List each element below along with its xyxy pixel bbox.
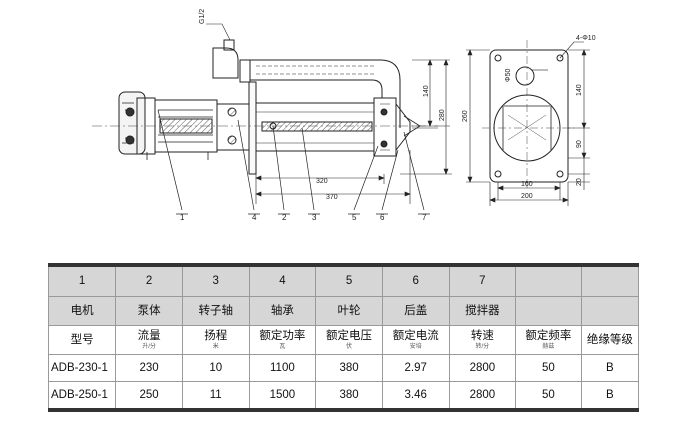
model-cell: ADB-250-1 <box>47 381 117 411</box>
header-unit: 升/分 <box>142 343 156 350</box>
flange-dimensions <box>466 41 590 206</box>
header-unit: 米 <box>212 343 219 350</box>
callout-4: 4 <box>252 213 257 222</box>
index-cell: 3 <box>181 264 250 297</box>
part-cell <box>580 296 640 326</box>
dim-140: 140 <box>423 85 430 97</box>
part-cell <box>515 296 582 326</box>
header-label: 额定频率 <box>525 329 572 342</box>
model-cell: ADB-230-1 <box>47 354 117 382</box>
insulation-cell: B <box>580 354 640 382</box>
dim-dia-50: Φ50 <box>505 69 512 82</box>
flange-view <box>482 40 574 188</box>
callout-6: 6 <box>380 213 385 222</box>
table-row: ADB-230-1 230 10 1100 380 2.97 2800 50 B <box>47 354 640 382</box>
flow-cell: 250 <box>115 381 183 411</box>
voltage-cell: 380 <box>315 354 383 382</box>
index-cell: 6 <box>381 264 450 297</box>
part-cell: 搅拌器 <box>448 296 517 326</box>
part-cell: 泵体 <box>115 296 183 326</box>
header-cell: 转速转/分 <box>448 325 517 355</box>
dim-right-90: 90 <box>576 140 583 148</box>
motor <box>118 91 250 160</box>
header-label: 额定功率 <box>259 329 306 342</box>
dim-hole-spec: 4-Φ10 <box>576 35 596 42</box>
header-label: 扬程 <box>204 329 228 342</box>
header-cell: 额定电流安培 <box>381 325 450 355</box>
speed-cell: 2800 <box>448 354 517 382</box>
header-unit: 瓦 <box>279 343 286 350</box>
header-unit: 转/分 <box>475 343 490 350</box>
header-label: 转速 <box>470 329 494 342</box>
part-cell: 电机 <box>47 296 117 326</box>
callout-2: 2 <box>282 213 287 222</box>
speed-cell: 2800 <box>448 381 517 411</box>
header-cell: 额定电压伏 <box>315 325 383 355</box>
current-cell: 2.97 <box>381 354 450 382</box>
dim-right-20: 20 <box>576 178 583 186</box>
header-unit: 赫兹 <box>542 343 555 350</box>
header-cell: 额定频率赫兹 <box>515 325 582 355</box>
header-unit: 安培 <box>409 343 422 350</box>
outlet-pipe <box>212 39 401 128</box>
pump-body <box>255 97 421 157</box>
current-cell: 3.46 <box>381 381 450 411</box>
dim-160: 160 <box>521 181 533 188</box>
table-row: ADB-250-1 250 11 1500 380 3.46 2800 50 B <box>47 381 640 411</box>
part-cell: 后盖 <box>381 296 450 326</box>
header-label: 绝缘等级 <box>586 333 633 346</box>
spec-table-container: 1 2 3 4 5 6 7 电机 泵体 转子轴 轴承 叶轮 后盖 搅拌器 型号 … <box>47 263 640 412</box>
part-cell: 轴承 <box>248 296 317 326</box>
header-cell: 扬程米 <box>181 325 250 355</box>
dimension-lines <box>255 59 452 204</box>
power-cell: 1100 <box>248 354 317 382</box>
header-label: 型号 <box>70 333 94 346</box>
dim-370: 370 <box>326 194 338 201</box>
callout-1: 1 <box>180 213 185 222</box>
index-cell: 7 <box>448 264 517 297</box>
header-cell: 流量升/分 <box>115 325 183 355</box>
parts-row: 电机 泵体 转子轴 轴承 叶轮 后盖 搅拌器 <box>47 296 640 326</box>
head-cell: 11 <box>181 381 250 411</box>
mount-plate <box>248 81 257 175</box>
header-cell: 绝缘等级 <box>580 325 640 355</box>
header-row: 型号 流量升/分 扬程米 额定功率瓦 额定电压伏 额定电流安培 转速转/分 额定… <box>47 325 640 355</box>
dim-260: 260 <box>462 110 469 122</box>
frequency-cell: 50 <box>515 354 582 382</box>
pipe-thread-label: G1/2 <box>199 9 206 24</box>
callout-3: 3 <box>312 213 317 222</box>
index-cell <box>515 264 582 297</box>
index-cell: 1 <box>47 264 117 297</box>
callout-leaders <box>157 109 430 215</box>
dim-right-140: 140 <box>576 84 583 96</box>
callout-5: 5 <box>352 213 357 222</box>
frequency-cell: 50 <box>515 381 582 411</box>
index-cell: 4 <box>248 264 317 297</box>
header-label: 额定电压 <box>326 329 373 342</box>
power-cell: 1500 <box>248 381 317 411</box>
index-cell: 5 <box>315 264 383 297</box>
header-label: 流量 <box>137 329 161 342</box>
dim-280: 280 <box>439 109 446 121</box>
spec-table: 1 2 3 4 5 6 7 电机 泵体 转子轴 轴承 叶轮 后盖 搅拌器 型号 … <box>47 263 640 412</box>
pump-drawing: G1/2 320 370 140 280 4-Φ10 Φ50 260 140 9… <box>92 9 596 222</box>
insulation-cell: B <box>580 381 640 411</box>
part-cell: 叶轮 <box>315 296 383 326</box>
index-cell: 2 <box>115 264 183 297</box>
header-label: 额定电流 <box>392 329 439 342</box>
flow-cell: 230 <box>115 354 183 382</box>
part-cell: 转子轴 <box>181 296 250 326</box>
dim-200: 200 <box>521 193 533 200</box>
index-cell <box>580 264 640 297</box>
voltage-cell: 380 <box>315 381 383 411</box>
head-cell: 10 <box>181 354 250 382</box>
header-unit: 伏 <box>346 343 353 350</box>
callout-7: 7 <box>422 213 427 222</box>
header-cell: 型号 <box>47 325 117 355</box>
dim-320: 320 <box>316 178 328 185</box>
index-row: 1 2 3 4 5 6 7 <box>47 264 640 297</box>
header-cell: 额定功率瓦 <box>248 325 317 355</box>
